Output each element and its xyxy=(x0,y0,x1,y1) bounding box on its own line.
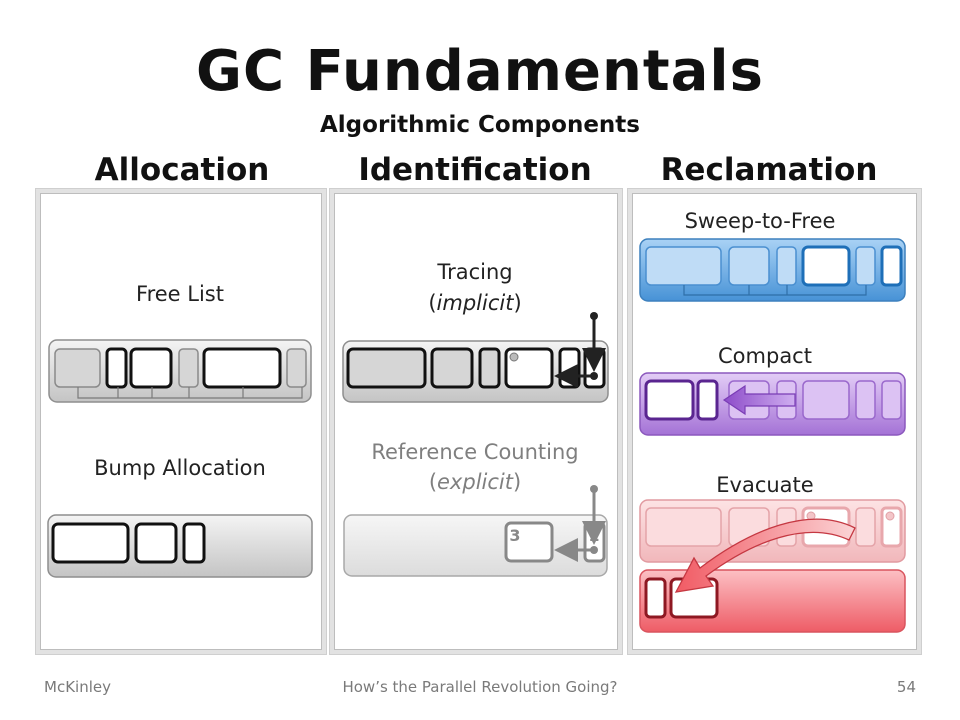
bump-allocation-label: Bump Allocation xyxy=(94,456,266,480)
allocation-heading: Allocation xyxy=(94,152,270,188)
free-list-heap xyxy=(48,339,312,403)
slide-title: GC Fundamentals xyxy=(196,39,764,104)
tracing-sublabel: (implicit) xyxy=(428,291,522,315)
footer-page-number: 54 xyxy=(896,678,916,696)
reclamation-heading: Reclamation xyxy=(660,152,878,188)
bump-allocation-heap xyxy=(47,514,313,578)
footer-author: McKinley xyxy=(44,678,111,696)
tracing-label: Tracing xyxy=(437,260,513,284)
refcount-heap: 3 1 xyxy=(343,485,608,577)
refcount-label: Reference Counting xyxy=(371,440,579,464)
compact-label: Compact xyxy=(718,344,812,368)
compact-arrow-icon xyxy=(722,384,796,416)
free-list-label: Free List xyxy=(136,282,224,306)
evacuate-label: Evacuate xyxy=(716,473,814,497)
evacuate-to-space xyxy=(639,569,906,633)
slide-subtitle: Algorithmic Components xyxy=(320,112,640,138)
evacuate-arrow-icon xyxy=(674,518,856,593)
refcount-sublabel: (explicit) xyxy=(428,470,522,494)
tracing-heap xyxy=(342,312,609,403)
compact-heap xyxy=(639,372,906,436)
identification-heading: Identification xyxy=(358,152,592,188)
sweep-heap xyxy=(639,238,906,302)
refcount-value-3: 3 xyxy=(509,526,520,545)
sweep-label: Sweep-to-Free xyxy=(684,209,836,233)
footer-talk-title: How’s the Parallel Revolution Going? xyxy=(342,678,618,696)
